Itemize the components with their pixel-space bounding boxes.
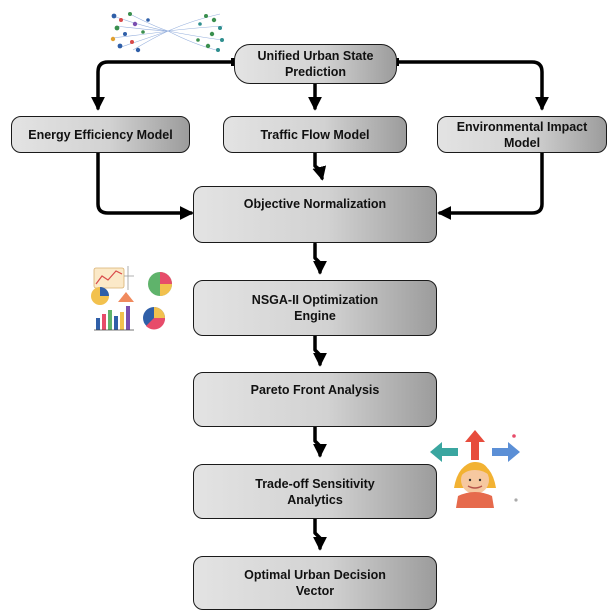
node-label: Trade-off Sensitivity Analytics bbox=[255, 476, 375, 507]
node-unified-urban-state-prediction: Unified Urban State Prediction bbox=[234, 44, 397, 84]
node-energy-efficiency-model: Energy Efficiency Model bbox=[11, 116, 190, 153]
node-objective-normalization: Objective Normalization bbox=[193, 186, 437, 243]
arrow-nsga-to-pareto bbox=[313, 334, 327, 367]
arrow-traffic-to-normalization bbox=[312, 151, 327, 181]
node-label: Unified Urban State Prediction bbox=[257, 49, 374, 79]
node-trade-off-sensitivity-analytics: Trade-off Sensitivity Analytics bbox=[193, 464, 437, 519]
arrow-energy-to-normalization bbox=[96, 150, 194, 220]
arrow-tradeoff-to-decision bbox=[313, 517, 327, 551]
arrow-normalization-to-nsga bbox=[313, 242, 327, 275]
arrow-unified-to-energy bbox=[91, 60, 238, 111]
analytics-charts-icon bbox=[91, 266, 172, 331]
node-label: Optimal Urban Decision Vector bbox=[244, 568, 386, 598]
node-pareto-front-analysis: Pareto Front Analysis bbox=[193, 372, 437, 427]
node-traffic-flow-model: Traffic Flow Model bbox=[223, 116, 407, 153]
arrow-unified-to-environmental bbox=[394, 60, 549, 111]
node-label: Traffic Flow Model bbox=[260, 127, 370, 142]
arrow-environmental-to-normalization bbox=[437, 150, 544, 220]
node-label: Objective Normalization bbox=[243, 197, 387, 211]
arrow-pareto-to-tradeoff bbox=[313, 425, 327, 458]
node-nsga-ii-optimization-engine: NSGA-II Optimization Engine bbox=[193, 280, 437, 336]
node-environmental-impact-model: Environmental Impact Model bbox=[437, 116, 607, 153]
node-optimal-urban-decision-vector: Optimal Urban Decision Vector bbox=[193, 556, 437, 610]
node-label: Pareto Front Analysis bbox=[250, 383, 380, 397]
node-label: Energy Efficiency Model bbox=[28, 127, 173, 142]
network-graph-icon bbox=[110, 12, 224, 53]
decision-person-icon bbox=[430, 430, 520, 508]
node-label: NSGA-II Optimization Engine bbox=[251, 293, 379, 323]
node-label: Environmental Impact Model bbox=[456, 119, 588, 150]
